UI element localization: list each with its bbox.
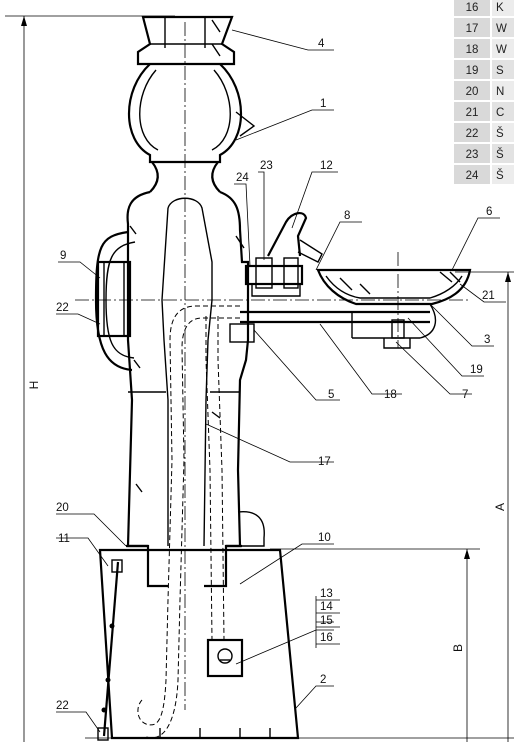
callout-1: 1 bbox=[320, 98, 326, 110]
callout-15: 15 bbox=[320, 615, 333, 627]
parts-table-row: 19 S bbox=[454, 60, 514, 79]
parts-table-row: 24 Š bbox=[454, 165, 514, 184]
callout-10: 10 bbox=[318, 532, 331, 544]
parts-table-number: 23 bbox=[466, 149, 479, 161]
parts-table-row: 23 Š bbox=[454, 144, 514, 163]
parts-table-number: 18 bbox=[466, 44, 479, 56]
dimension-lines bbox=[5, 15, 514, 742]
callout-6: 6 bbox=[486, 206, 492, 218]
parts-table-name: Š bbox=[496, 127, 504, 140]
parts-table-name: N bbox=[496, 86, 504, 98]
callout-17: 17 bbox=[318, 456, 331, 468]
parts-table-name: Š bbox=[496, 169, 504, 182]
callout-7: 7 bbox=[462, 389, 468, 401]
parts-table-name: C bbox=[496, 107, 504, 119]
leader-lines bbox=[56, 29, 506, 733]
fountain-figure bbox=[94, 15, 472, 741]
callout-stack-box bbox=[316, 599, 340, 645]
dimension-b-label: B bbox=[451, 644, 465, 652]
callout-13: 13 bbox=[320, 588, 333, 600]
parts-table-name: Š bbox=[496, 148, 504, 161]
callout-3: 3 bbox=[484, 334, 490, 346]
callout-20: 20 bbox=[56, 502, 69, 514]
parts-table-row: 20 N bbox=[454, 81, 514, 100]
callout-19: 19 bbox=[470, 364, 483, 376]
parts-table-row: 22 Š bbox=[454, 123, 514, 142]
callout-22-top: 22 bbox=[56, 302, 69, 314]
callout-2: 2 bbox=[320, 674, 326, 686]
parts-table-name: W bbox=[496, 23, 507, 35]
callout-21: 21 bbox=[482, 290, 495, 302]
parts-table-number: 20 bbox=[466, 86, 479, 98]
callout-4: 4 bbox=[318, 38, 325, 50]
parts-table-name: W bbox=[496, 44, 507, 56]
center-lines bbox=[75, 22, 470, 710]
parts-table-row: 21 C bbox=[454, 102, 514, 121]
callout-18: 18 bbox=[384, 389, 397, 401]
dimension-a-label: A bbox=[493, 503, 507, 511]
parts-table-number: 19 bbox=[466, 65, 479, 77]
parts-table-number: 17 bbox=[466, 23, 479, 35]
callout-22-bottom: 22 bbox=[56, 700, 69, 712]
callout-labels: 4 1 12 24 23 8 6 21 3 19 7 18 5 9 22 17 … bbox=[56, 38, 495, 712]
callout-5: 5 bbox=[328, 389, 334, 401]
parts-table-name: K bbox=[496, 2, 504, 14]
parts-table-row: 18 W bbox=[454, 39, 514, 58]
callout-9: 9 bbox=[60, 250, 66, 262]
callout-23: 23 bbox=[260, 160, 273, 172]
callout-8: 8 bbox=[344, 210, 350, 222]
parts-table-number: 16 bbox=[466, 2, 479, 14]
parts-table-row: 17 W bbox=[454, 18, 514, 37]
callout-11: 11 bbox=[58, 533, 70, 545]
callout-16: 16 bbox=[320, 632, 333, 644]
parts-table-number: 24 bbox=[466, 170, 479, 182]
parts-table-name: S bbox=[496, 65, 504, 77]
callout-14: 14 bbox=[320, 601, 333, 613]
callout-12: 12 bbox=[320, 160, 333, 172]
parts-table-number: 22 bbox=[466, 128, 479, 140]
parts-table-row: 16 K bbox=[454, 0, 514, 16]
callout-24: 24 bbox=[236, 172, 249, 184]
dimension-h-label: H bbox=[27, 381, 41, 390]
parts-table-number: 21 bbox=[466, 107, 479, 119]
